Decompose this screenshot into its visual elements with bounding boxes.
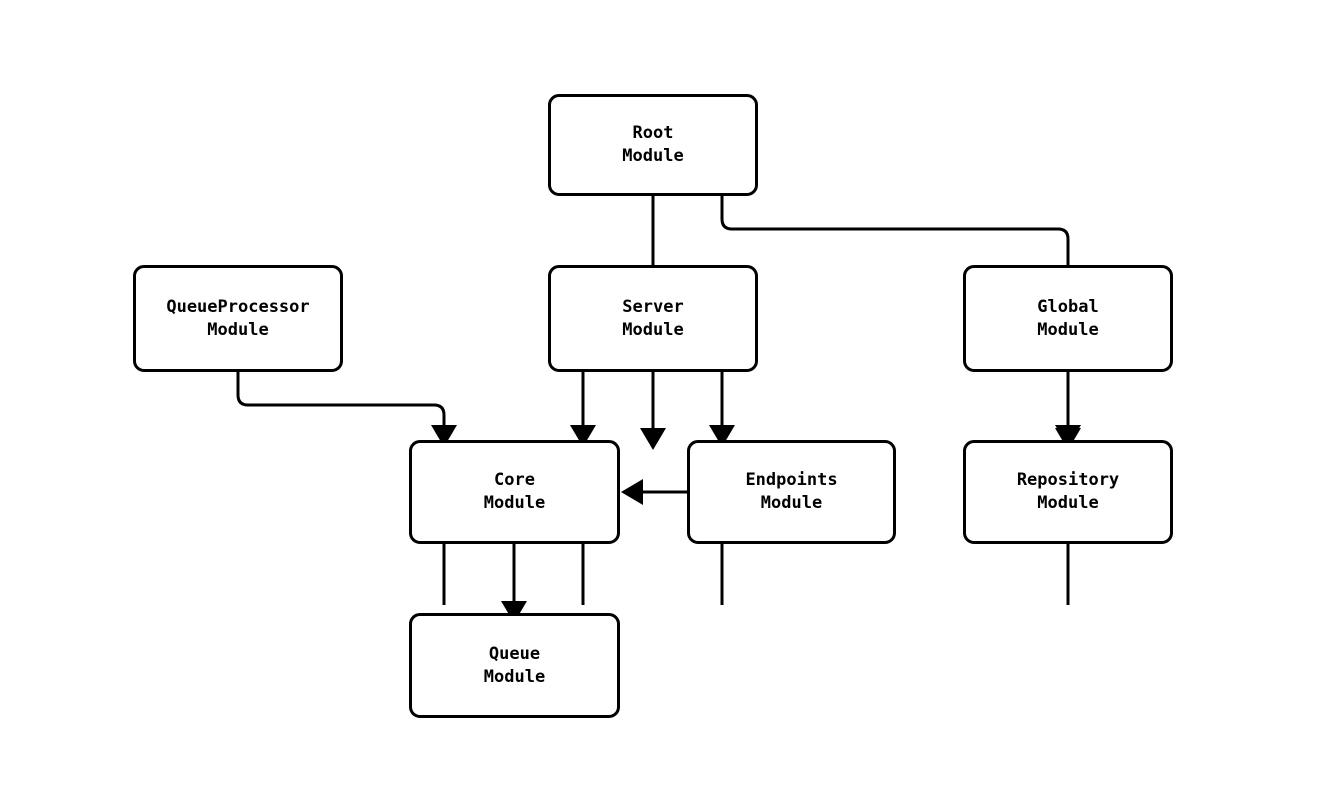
node-global-module-line-2: Module: [1037, 319, 1099, 340]
edge-root-to-global: [720, 196, 1070, 430]
node-queue-module-line-1: Queue: [488, 643, 541, 664]
node-queueprocessor-module-line-1: QueueProcessor: [166, 296, 310, 317]
arrowhead-core-to-queue: [501, 601, 527, 623]
arrowhead-root-to-server: [640, 428, 666, 450]
node-server-module[interactable]: Server Module: [548, 265, 758, 372]
arrowhead-server-to-core: [570, 425, 596, 447]
node-root-module-line-2: Module: [622, 146, 684, 166]
node-endpoints-module-line-1: Endpoints: [745, 470, 838, 490]
node-server-module-line-1: Server: [622, 296, 684, 317]
node-queueprocessor-module[interactable]: QueueProcessor Module: [133, 265, 343, 372]
arrowhead-queueprocessor-to-core: [431, 425, 457, 447]
node-root-module[interactable]: Root Module: [548, 94, 758, 196]
node-core-module[interactable]: Core Module: [409, 440, 620, 544]
node-repository-module-line-2: Module: [1037, 493, 1099, 513]
node-endpoints-module[interactable]: Endpoints Module: [687, 440, 896, 544]
node-endpoints-module-line-2: Module: [760, 493, 823, 513]
node-queueprocessor-module-line-2: Module: [207, 319, 269, 340]
node-queue-module[interactable]: Queue Module: [409, 613, 620, 718]
edge-queueprocessor-to-core: [236, 372, 446, 605]
node-repository-module-line-1: Repository: [1016, 470, 1120, 490]
node-global-module[interactable]: Global Module: [963, 265, 1173, 372]
node-repository-module[interactable]: Repository Module: [963, 440, 1173, 544]
node-core-module-line-2: Module: [483, 493, 546, 513]
node-queue-module-line-2: Module: [483, 666, 546, 687]
node-root-module-line-1: Root: [632, 123, 674, 143]
arrowhead-server-to-endpoints: [709, 425, 735, 447]
node-global-module-line-1: Global: [1037, 296, 1099, 317]
node-core-module-line-1: Core: [494, 470, 535, 490]
node-server-module-line-2: Module: [622, 319, 684, 340]
arrowhead-endpoints-to-core: [621, 479, 643, 505]
arrowhead-global-to-repository: [1055, 425, 1081, 447]
